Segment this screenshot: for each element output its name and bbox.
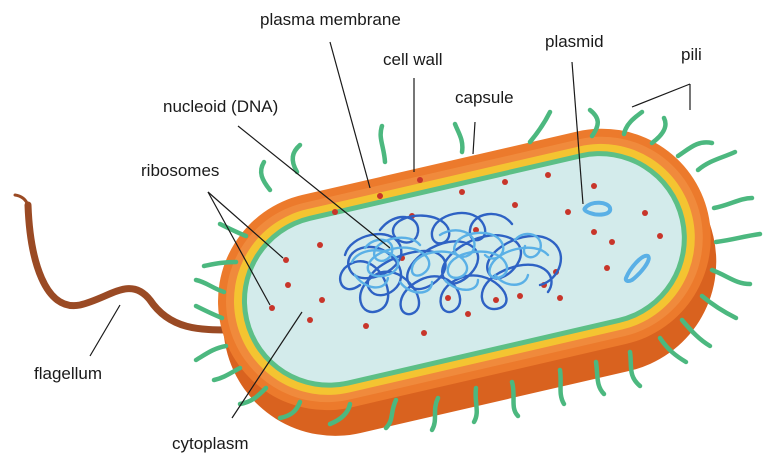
label-cell-wall: cell wall [383,50,443,69]
ribosome-dot [591,183,597,189]
ribosome-dot [517,293,523,299]
ribosome-dot [609,239,615,245]
leader-pili-1 [632,84,690,107]
label-flagellum: flagellum [34,364,102,383]
pilus [712,270,750,284]
pilus [293,145,300,172]
ribosome-dot [317,242,323,248]
pilus [702,296,736,318]
ribosome-dot [545,172,551,178]
leader-capsule [473,122,475,154]
label-plasma-membrane: plasma membrane [260,10,401,29]
label-plasmid: plasmid [545,32,604,51]
ribosome-dot [283,257,289,263]
ribosome-dot [332,209,338,215]
pilus [196,306,222,318]
pilus [716,234,760,242]
pilus [624,112,642,134]
ribosome-dot [557,295,563,301]
leader-flagellum [90,305,120,356]
ribosome-dot [591,229,597,235]
ribosome-dot [363,323,369,329]
pilus [530,112,550,142]
pilus [196,346,226,360]
ribosome-dot [604,265,610,271]
pilus [698,152,735,170]
label-pili: pili [681,45,702,64]
pilus [678,142,712,156]
pilus [714,198,752,208]
ribosome-dot [493,297,499,303]
ribosome-dot [565,209,571,215]
bacterium-body [196,107,738,458]
pilus [261,162,270,190]
ribosome-dot [421,330,427,336]
pilus [652,118,666,143]
ribosome-dot [512,202,518,208]
pilus [381,126,385,162]
ribosome-dot [285,282,291,288]
ribosome-dot [657,233,663,239]
pilus [455,124,462,152]
ribosome-dot [459,189,465,195]
ribosome-dot [642,210,648,216]
ribosome-dot [319,297,325,303]
label-nucleoid: nucleoid (DNA) [163,97,278,116]
flagellum [28,205,232,330]
ribosome-dot [269,305,275,311]
ribosome-dot [502,179,508,185]
flagellum-tip [15,195,28,205]
ribosome-dot [445,295,451,301]
ribosome-dot [377,193,383,199]
pilus [220,224,246,236]
label-capsule: capsule [455,88,514,107]
label-ribosomes: ribosomes [141,161,219,180]
ribosome-dot [465,311,471,317]
ribosome-dot [417,177,423,183]
ribosome-dot [307,317,313,323]
pilus [474,388,477,422]
label-cytoplasm: cytoplasm [172,434,249,453]
leader-plasma-membrane [330,42,370,188]
